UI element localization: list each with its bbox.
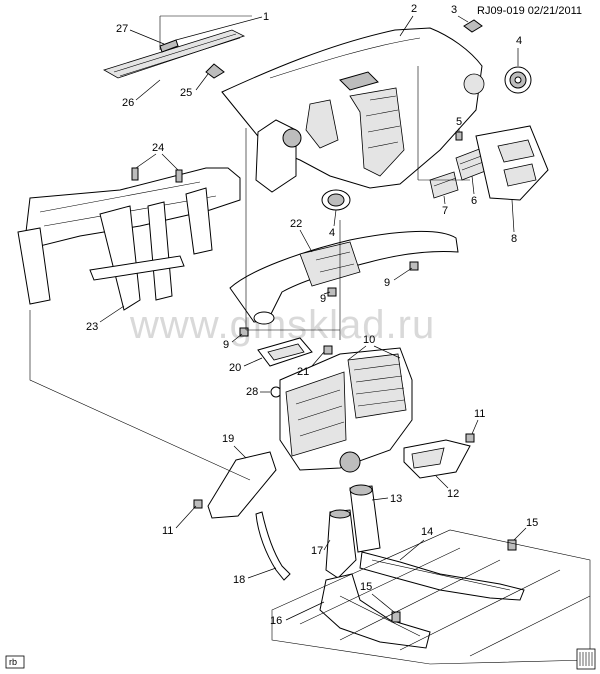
fastener-part-15 bbox=[391, 539, 517, 623]
rear-floor-duct bbox=[359, 551, 525, 601]
callout-4b: 4 bbox=[329, 227, 335, 239]
callout-12: 12 bbox=[447, 488, 459, 500]
callout-1: 1 bbox=[263, 11, 269, 23]
barcode-mark bbox=[576, 648, 596, 670]
callout-4a: 4 bbox=[516, 35, 522, 47]
callout-11b: 11 bbox=[162, 525, 173, 537]
drain-hose bbox=[255, 511, 291, 581]
reference-code: RJ09-019 02/21/2011 bbox=[477, 5, 582, 17]
callout-2: 2 bbox=[411, 3, 417, 15]
center-vent-part-7 bbox=[429, 171, 459, 199]
callout-25: 25 bbox=[180, 87, 192, 99]
callout-5: 5 bbox=[456, 116, 462, 128]
callout-27: 27 bbox=[116, 23, 128, 35]
screw-part-5 bbox=[455, 131, 463, 141]
clip-part-25 bbox=[205, 63, 225, 79]
callout-24: 24 bbox=[152, 142, 164, 154]
callout-23: 23 bbox=[86, 321, 98, 333]
round-vent-lower bbox=[321, 189, 351, 211]
callout-17: 17 bbox=[311, 545, 323, 557]
instrument-panel-top bbox=[221, 27, 485, 193]
upper-air-duct bbox=[229, 230, 459, 325]
callout-10: 10 bbox=[363, 334, 375, 346]
callout-21: 21 bbox=[297, 366, 309, 378]
seal-part-20 bbox=[257, 337, 313, 367]
callout-8: 8 bbox=[511, 233, 517, 245]
callout-15a: 15 bbox=[526, 517, 538, 529]
callout-28: 28 bbox=[246, 386, 258, 398]
callout-9c: 9 bbox=[223, 339, 229, 351]
corner-tag: rb bbox=[5, 655, 25, 669]
hvac-module bbox=[279, 347, 413, 473]
callout-9b: 9 bbox=[384, 277, 390, 289]
callout-16: 16 bbox=[270, 615, 282, 627]
callout-22: 22 bbox=[290, 218, 302, 230]
callout-6: 6 bbox=[471, 195, 477, 207]
callout-14: 14 bbox=[421, 526, 433, 538]
rear-duct-part-17 bbox=[325, 509, 357, 579]
vent-cap-part-3 bbox=[463, 19, 483, 33]
callout-15b: 15 bbox=[360, 581, 372, 593]
callout-18: 18 bbox=[233, 574, 245, 586]
construction-lines bbox=[29, 15, 470, 481]
defroster-grille bbox=[103, 29, 246, 79]
rear-console-duct bbox=[319, 573, 431, 649]
clip-part-21 bbox=[323, 345, 333, 355]
floor-duct-left bbox=[207, 451, 277, 519]
callout-26: 26 bbox=[122, 97, 134, 109]
callout-20: 20 bbox=[229, 362, 241, 374]
cross-car-beam bbox=[17, 167, 241, 311]
round-vent-right bbox=[504, 66, 532, 94]
callout-labels: 1 2 3 4 4 5 6 7 8 9 9 9 10 11 11 12 13 bbox=[86, 3, 538, 627]
center-bezel bbox=[475, 125, 549, 201]
callout-19: 19 bbox=[222, 433, 234, 445]
callout-3: 3 bbox=[451, 4, 457, 16]
floor-duct-right bbox=[403, 439, 471, 479]
callout-11a: 11 bbox=[474, 408, 485, 420]
corner-tag-text: rb bbox=[9, 657, 17, 667]
callout-7: 7 bbox=[442, 205, 448, 217]
watermark-text: www.gmsklad.ru bbox=[129, 303, 435, 347]
callout-13: 13 bbox=[390, 493, 402, 505]
rear-duct-part-13 bbox=[349, 484, 381, 553]
callout-9a: 9 bbox=[320, 293, 326, 305]
